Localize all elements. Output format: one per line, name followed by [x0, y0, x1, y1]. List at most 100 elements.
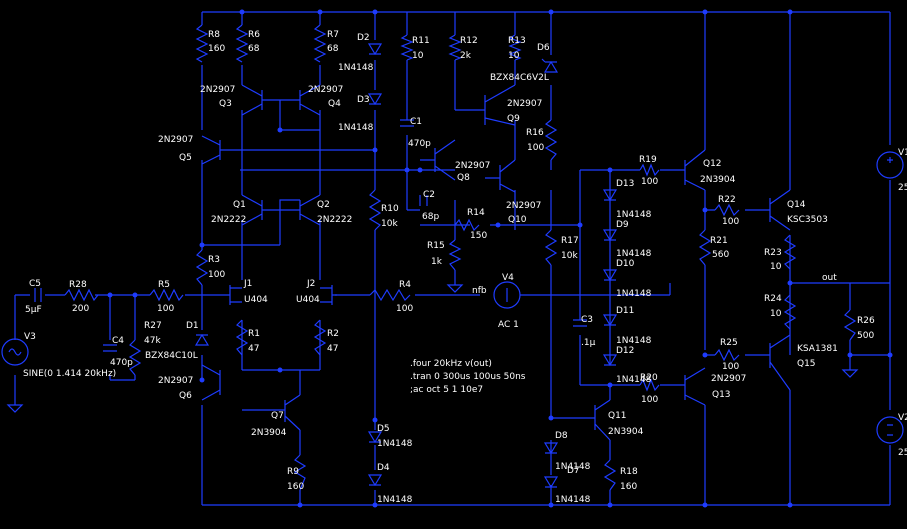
capacitor-C5[interactable]	[34, 288, 42, 302]
value-label: Q3	[219, 99, 232, 109]
ref-label: R23	[764, 248, 782, 258]
transistor-Q3[interactable]	[241, 84, 280, 116]
diode-D9[interactable]	[602, 229, 618, 242]
diode-D4[interactable]	[367, 474, 383, 487]
value-label: 2k	[460, 51, 472, 61]
value-label: 560	[712, 250, 729, 260]
diode-D11[interactable]	[602, 314, 618, 327]
transistor-Q2[interactable]	[280, 194, 321, 226]
resistor-R2[interactable]	[313, 319, 327, 356]
value-label: .1µ	[581, 338, 596, 348]
ref-label: R7	[327, 30, 339, 40]
transistor-Q14[interactable]	[769, 189, 791, 231]
diode-D5[interactable]	[367, 431, 383, 444]
diode-D13[interactable]	[602, 189, 618, 202]
directive-tran: .tran 0 300us 100us 50ns	[410, 372, 526, 382]
ref-label: Q7	[271, 411, 284, 421]
ref-label: R21	[710, 236, 728, 246]
ref-label: 2N2907	[711, 374, 746, 384]
diode-D1[interactable]	[194, 333, 210, 346]
ref-label: C5	[29, 279, 41, 289]
capacitor-C1[interactable]	[400, 119, 414, 127]
resistor-R28[interactable]	[64, 288, 99, 302]
value-label: 25	[898, 448, 907, 458]
source-V4[interactable]	[493, 281, 521, 309]
diode-D2[interactable]	[367, 43, 383, 56]
resistor-R26[interactable]	[843, 309, 857, 341]
transistor-Q15[interactable]	[769, 334, 791, 391]
resistor-R1[interactable]	[235, 319, 249, 356]
transistor-Q8[interactable]	[420, 139, 456, 181]
ref-label: D10	[616, 259, 635, 269]
resistor-R18[interactable]	[603, 459, 617, 491]
capacitor-C3[interactable]	[573, 319, 587, 327]
diode-D6[interactable]	[541, 58, 559, 73]
resistor-R24[interactable]	[783, 294, 797, 330]
source-V1[interactable]	[876, 151, 904, 179]
resistor-R20[interactable]	[639, 378, 660, 392]
ref-label: V4	[502, 273, 514, 283]
resistor-R23[interactable]	[783, 234, 797, 270]
value-label: 10	[508, 51, 520, 61]
ref-label: R24	[764, 294, 782, 304]
resistor-R4[interactable]	[369, 288, 411, 302]
value-label: 100	[208, 270, 225, 280]
diode-D3[interactable]	[367, 93, 383, 106]
resistor-R16[interactable]	[544, 119, 558, 161]
resistor-R3[interactable]	[195, 249, 209, 286]
transistor-Q6[interactable]	[201, 364, 221, 401]
source-V3[interactable]	[1, 338, 29, 366]
jfet-J2[interactable]	[320, 285, 337, 305]
resistor-R13[interactable]	[508, 34, 522, 61]
transistor-Q4[interactable]	[280, 84, 321, 116]
resistor-R25[interactable]	[714, 348, 740, 362]
ref-label: R6	[248, 30, 260, 40]
transistor-Q11[interactable]	[551, 399, 611, 441]
diode-D8[interactable]	[543, 442, 559, 455]
ref-label: Q14	[787, 200, 806, 210]
transistor-Q10[interactable]	[485, 159, 516, 193]
junction-dots	[107, 9, 893, 508]
resistor-R9[interactable]	[293, 454, 307, 491]
resistor-R17[interactable]	[544, 229, 558, 266]
resistor-R21[interactable]	[698, 229, 712, 266]
diode-D12[interactable]	[602, 354, 618, 367]
resistor-R14[interactable]	[454, 218, 480, 232]
resistor-R8[interactable]	[195, 24, 209, 63]
resistor-R15[interactable]	[448, 239, 462, 271]
value-label: 100	[157, 304, 174, 314]
capacitor-C4[interactable]	[103, 344, 117, 352]
ref-label: 2N2907	[200, 85, 235, 95]
resistor-R12[interactable]	[448, 34, 462, 61]
value-label: 1N4148	[338, 63, 374, 73]
transistor-Q9[interactable]	[470, 84, 516, 126]
value-label: 1N4148	[616, 210, 652, 220]
resistor-R7[interactable]	[313, 24, 327, 63]
capacitor-C2[interactable]	[419, 195, 428, 206]
transistor-Q1[interactable]	[241, 194, 280, 226]
transistor-Q12[interactable]	[684, 149, 706, 191]
resistor-R22[interactable]	[714, 203, 740, 217]
resistor-R27[interactable]	[128, 339, 142, 376]
ref-label: D8	[555, 431, 568, 441]
transistor-Q13[interactable]	[684, 367, 706, 406]
resistor-R10[interactable]	[368, 189, 382, 231]
ref-label: R11	[412, 36, 430, 46]
resistor-R6[interactable]	[235, 24, 249, 63]
resistor-R11[interactable]	[400, 34, 414, 61]
ref-label: C1	[410, 117, 422, 127]
resistor-R5[interactable]	[149, 288, 184, 302]
source-V2[interactable]	[876, 416, 904, 444]
diode-D7[interactable]	[543, 476, 559, 489]
transistor-Q7[interactable]	[284, 394, 301, 431]
value-label: 160	[287, 482, 304, 492]
resistor-R19[interactable]	[639, 163, 660, 177]
ref-label: Q1	[233, 200, 246, 210]
diode-D10[interactable]	[602, 269, 618, 282]
transistor-Q5[interactable]	[201, 135, 221, 165]
value-label: Q8	[457, 173, 470, 183]
value-label: 150	[470, 231, 487, 241]
value-label: Q13	[712, 390, 731, 400]
jfet-J1[interactable]	[225, 285, 242, 305]
